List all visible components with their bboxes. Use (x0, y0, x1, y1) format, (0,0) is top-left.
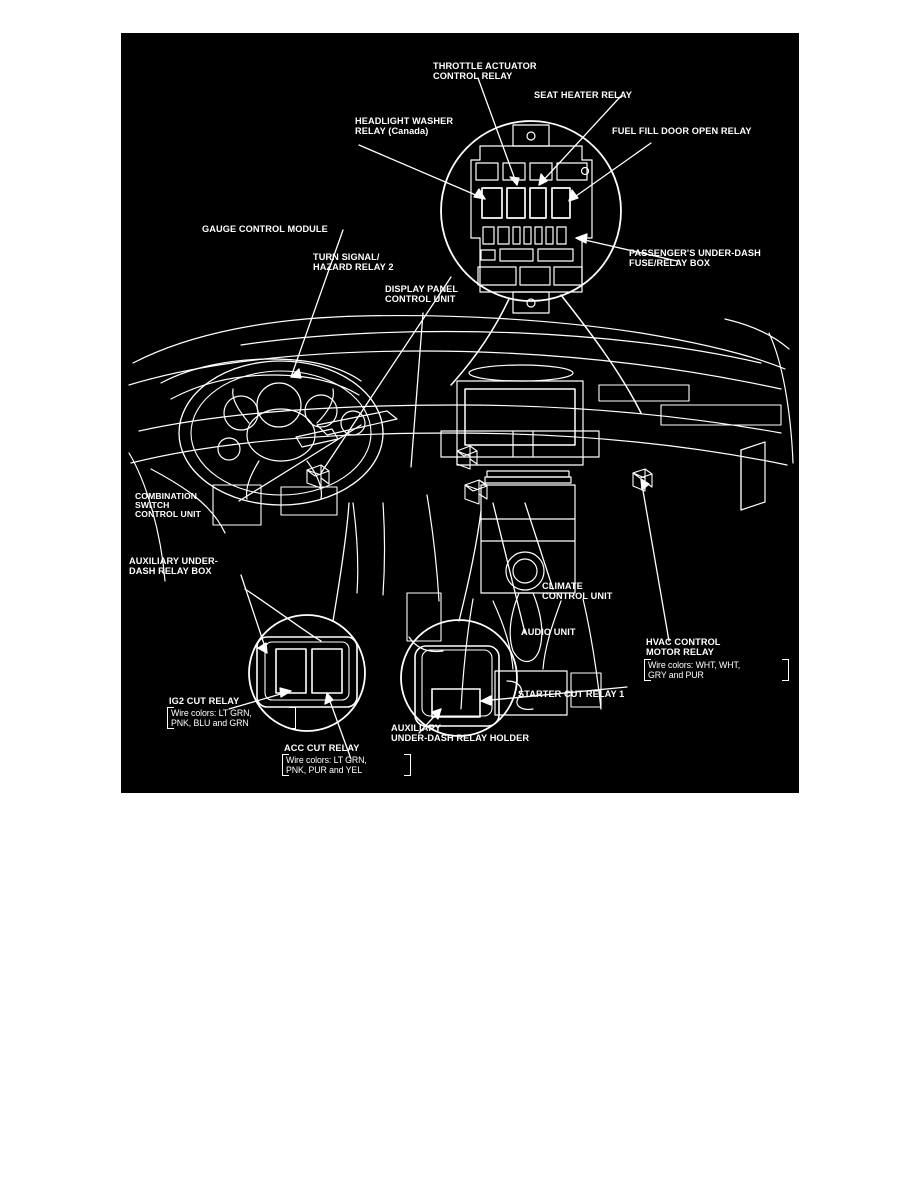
label-passengers-under-dash-fuse-relay-box: PASSENGER'S UNDER-DASH FUSE/RELAY BOX (629, 248, 761, 268)
bracket-right-hvac (782, 659, 789, 681)
label-starter-cut-relay-1: STARTER CUT RELAY 1 (518, 689, 625, 699)
label-climate-control-unit: CLIMATE CONTROL UNIT (542, 581, 613, 601)
detail-circle-aux-relay-box (248, 614, 366, 732)
label-headlight-washer-relay: HEADLIGHT WASHER RELAY (Canada) (355, 116, 454, 136)
bracket-left-ig2 (167, 707, 174, 729)
label-acc-cut-relay: ACC CUT RELAY (284, 743, 360, 753)
diagram-panel: THROTTLE ACTUATOR CONTROL RELAY SEAT HEA… (121, 33, 799, 793)
wire-colors-ig2-cut-relay: Wire colors: LT GRN, PNK, BLU and GRN (171, 708, 252, 728)
bracket-left-hvac (644, 659, 651, 681)
label-throttle-actuator-control-relay: THROTTLE ACTUATOR CONTROL RELAY (433, 61, 537, 81)
label-seat-heater-relay: SEAT HEATER RELAY (534, 90, 633, 100)
label-gauge-control-module: GAUGE CONTROL MODULE (202, 224, 328, 234)
label-auxiliary-under-dash-relay-box: AUXILIARY UNDER- DASH RELAY BOX (129, 556, 218, 576)
label-turn-signal-hazard-relay-2: TURN SIGNAL/ HAZARD RELAY 2 (313, 252, 394, 272)
detail-circle-fuse-box (440, 120, 622, 302)
bracket-left-acc (282, 754, 289, 776)
label-display-panel-control-unit: DISPLAY PANEL CONTROL UNIT (385, 284, 459, 304)
label-fuel-fill-door-open-relay: FUEL FILL DOOR OPEN RELAY (612, 126, 752, 136)
label-auxiliary-under-dash-relay-holder: AUXILIARY UNDER-DASH RELAY HOLDER (391, 723, 530, 743)
wire-colors-hvac-control-motor-relay: Wire colors: WHT, WHT, GRY and PUR (648, 660, 741, 680)
label-hvac-control-motor-relay: HVAC CONTROL MOTOR RELAY (646, 637, 721, 657)
diagram-artwork (128, 77, 794, 760)
wire-colors-acc-cut-relay: Wire colors: LT GRN, PNK, PUR and YEL (286, 755, 367, 775)
bracket-right-acc (404, 754, 411, 776)
label-audio-unit: AUDIO UNIT (521, 627, 576, 637)
label-combination-switch-control-unit: COMBINATION SWITCH CONTROL UNIT (135, 491, 201, 520)
label-ig2-cut-relay: IG2 CUT RELAY (169, 696, 240, 706)
bracket-right-ig2 (289, 707, 296, 729)
